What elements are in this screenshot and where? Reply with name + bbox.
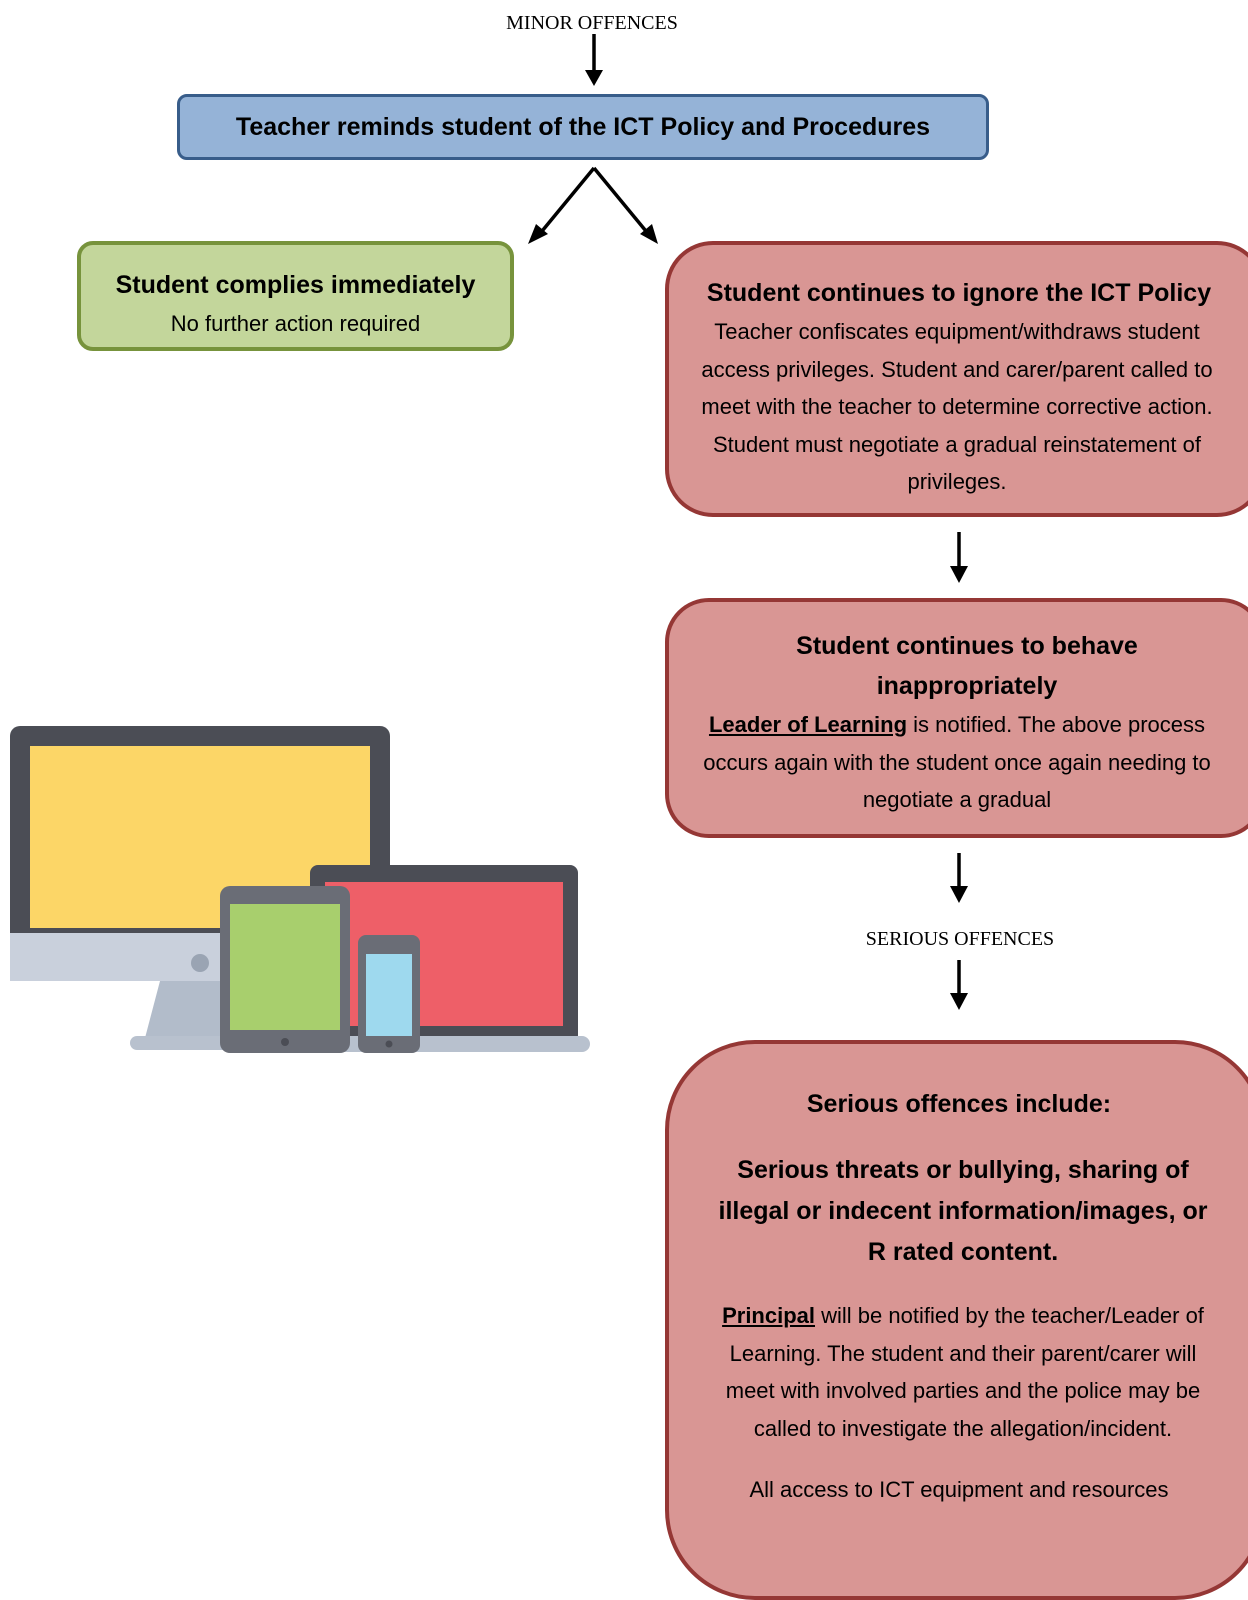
serious-offences-text: Principal will be notified by the teache… <box>713 1297 1213 1447</box>
teacher-reminds-title: Teacher reminds student of the ICT Polic… <box>235 112 931 141</box>
serious-offences-list: Serious threats or bullying, sharing of … <box>718 1156 1208 1266</box>
student-ignores-box: Student continues to ignore the ICT Poli… <box>665 241 1248 517</box>
serious-offences-body: will be notified by the teacher/Leader o… <box>725 1303 1204 1441</box>
student-ignores-text: Teacher confiscates equipment/withdraws … <box>701 319 1213 494</box>
leader-of-learning: Leader of Learning <box>708 712 908 737</box>
serious-offences-title: Serious offences include: <box>806 1090 1112 1118</box>
student-behaves-text: Leader of Learning is notified. The abov… <box>697 706 1217 819</box>
student-behaves-title: Student continues to behave inappropriat… <box>796 632 1138 700</box>
arrow-to-comply <box>536 166 596 238</box>
arrow-to-ignore <box>592 166 652 238</box>
serious-offences-box: Serious offences include: Serious threat… <box>665 1040 1248 1600</box>
student-behaves-body: is notified. The above process occurs ag… <box>703 712 1211 812</box>
student-ignores-title: Student continues to ignore the ICT Poli… <box>706 279 1212 307</box>
teacher-reminds-box: Teacher reminds student of the ICT Polic… <box>177 94 989 160</box>
serious-offences-label: SERIOUS OFFENCES <box>865 928 1055 950</box>
student-complies-text: No further action required <box>170 311 421 336</box>
devices-illustration-icon <box>10 726 590 1053</box>
minor-offences-label: MINOR OFFENCES <box>506 12 678 34</box>
principal: Principal <box>722 1303 815 1328</box>
student-behaves-box: Student continues to behave inappropriat… <box>665 598 1248 838</box>
student-complies-title: Student complies immediately <box>115 271 476 299</box>
serious-offences-access: All access to ICT equipment and resource… <box>749 1477 1169 1502</box>
student-complies-box: Student complies immediately No further … <box>77 241 514 351</box>
